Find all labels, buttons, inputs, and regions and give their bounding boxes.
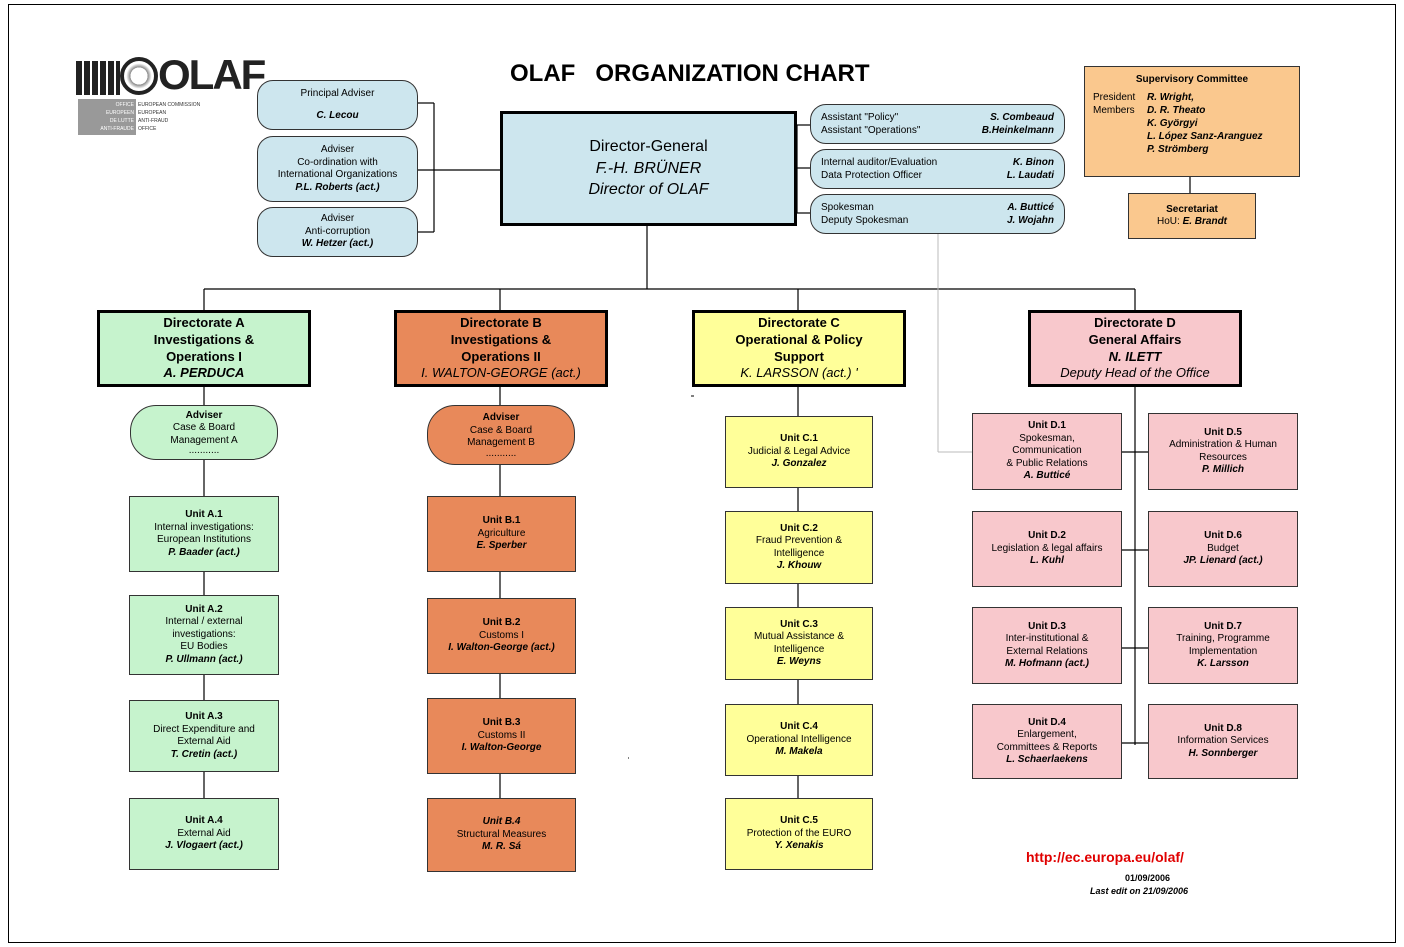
directorate-a-box: Directorate A Investigations & Operation… xyxy=(97,310,311,387)
unit-c2-box: Unit C.2 Fraud Prevention & Intelligence… xyxy=(725,511,873,584)
case-adviser-b-box: Adviser Case & Board Management B ......… xyxy=(427,405,575,465)
unit-d7-box: Unit D.7 Training, Programme Implementat… xyxy=(1148,607,1298,684)
directorate-d-box: Directorate D General Affairs N. ILETT D… xyxy=(1028,310,1242,387)
directorate-b-box: Directorate B Investigations & Operation… xyxy=(394,310,608,387)
unit-b1-box: Unit B.1 Agriculture E. Sperber xyxy=(427,496,576,572)
directorate-c-box: Directorate C Operational & Policy Suppo… xyxy=(692,310,906,387)
unit-d3-box: Unit D.3 Inter-institutional & External … xyxy=(972,607,1122,684)
unit-a1-box: Unit A.1 Internal investigations: Europe… xyxy=(129,496,279,572)
olaf-logo: OLAF OFFICE EUROPEEN DE LUTTE ANTI-FRAUD… xyxy=(76,51,266,139)
unit-d2-box: Unit D.2 Legislation & legal affairs L. … xyxy=(972,511,1122,587)
principal-adviser-box: Principal Adviser C. Lecou xyxy=(257,80,418,130)
unit-d8-box: Unit D.8 Information Services H. Sonnber… xyxy=(1148,704,1298,779)
unit-a4-box: Unit A.4 External Aid J. Vlogaert (act.) xyxy=(129,798,279,870)
unit-b3-box: Unit B.3 Customs II I. Walton-George xyxy=(427,698,576,774)
unit-b2-box: Unit B.2 Customs I I. Walton-George (act… xyxy=(427,598,576,674)
unit-a2-box: Unit A.2 Internal / external investigati… xyxy=(129,595,279,675)
globe-icon xyxy=(120,57,158,95)
logo-subtext-left: OFFICE EUROPEEN DE LUTTE ANTI-FRAUDE xyxy=(78,99,136,135)
page-title: OLAF ORGANIZATION CHART xyxy=(510,60,870,87)
secretariat-box: Secretariat HoU: E. Brandt xyxy=(1128,193,1256,239)
unit-c1-box: Unit C.1 Judicial & Legal Advice J. Gonz… xyxy=(725,416,873,488)
unit-c3-box: Unit C.3 Mutual Assistance & Intelligenc… xyxy=(725,607,873,680)
document-date: 01/09/2006 xyxy=(1125,873,1171,883)
unit-b4-box: Unit B.4 Structural Measures M. R. Sá xyxy=(427,798,576,872)
supervisory-committee-box: Supervisory Committee President Members … xyxy=(1084,66,1300,177)
unit-d5-box: Unit D.5 Administration & Human Resource… xyxy=(1148,413,1298,490)
adviser-anticorruption-box: Adviser Anti-corruption W. Hetzer (act.) xyxy=(257,207,418,257)
unit-d4-box: Unit D.4 Enlargement, Committees & Repor… xyxy=(972,704,1122,779)
unit-c4-box: Unit C.4 Operational Intelligence M. Mak… xyxy=(725,704,873,776)
logo-subtext-right: EUROPEAN COMMISSION EUROPEAN ANTI-FRAUD … xyxy=(138,102,201,132)
assistants-box: Assistant "Policy"S. Combeaud Assistant … xyxy=(810,104,1065,144)
unit-c5-box: Unit C.5 Protection of the EURO Y. Xenak… xyxy=(725,798,873,870)
adviser-international-box: Adviser Co-ordination with International… xyxy=(257,136,418,202)
case-adviser-a-box: Adviser Case & Board Management A ......… xyxy=(130,405,278,460)
olaf-url-link[interactable]: http://ec.europa.eu/olaf/ xyxy=(1026,849,1184,865)
unit-a3-box: Unit A.3 Direct Expenditure and External… xyxy=(129,700,279,772)
unit-d1-box: Unit D.1 Spokesman, Communication & Publ… xyxy=(972,413,1122,490)
director-general-box: Director-General F.-H. BRÜNER Director o… xyxy=(500,111,797,226)
last-edit-date: Last edit on 21/09/2006 xyxy=(1090,886,1189,896)
logo-wordmark: OLAF xyxy=(158,51,266,98)
logo-bars xyxy=(76,61,120,95)
unit-d6-box: Unit D.6 Budget JP. Lienard (act.) xyxy=(1148,511,1298,587)
page-frame xyxy=(8,4,1396,943)
